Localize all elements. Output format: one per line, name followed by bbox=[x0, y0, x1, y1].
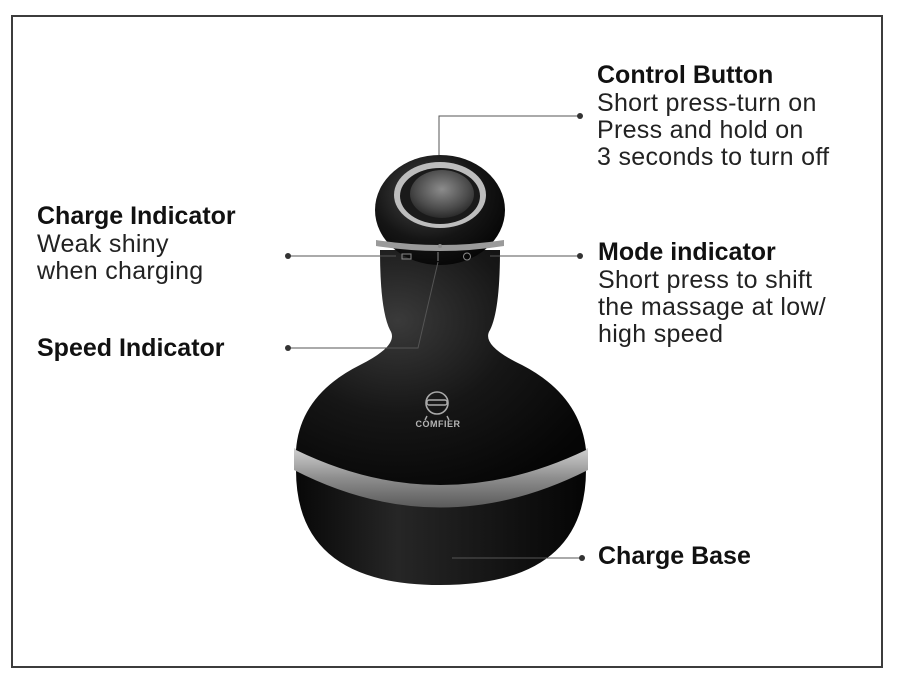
callout-line: Weak shiny bbox=[37, 231, 236, 258]
callout-line: Short press to shift bbox=[598, 267, 826, 294]
callout-mode-indicator: Mode indicator Short press to shift the … bbox=[598, 237, 826, 348]
callout-charge-base: Charge Base bbox=[598, 541, 751, 571]
callout-title: Charge Base bbox=[598, 541, 751, 571]
callout-control-button: Control Button Short press-turn on Press… bbox=[597, 60, 829, 171]
callout-line: when charging bbox=[37, 258, 236, 285]
callout-line: 3 seconds to turn off bbox=[597, 144, 829, 171]
callout-line: Short press-turn on bbox=[597, 90, 829, 117]
callout-title: Charge Indicator bbox=[37, 201, 236, 231]
callout-speed-indicator: Speed Indicator bbox=[37, 333, 225, 363]
control-button[interactable] bbox=[394, 162, 486, 228]
callout-line: Press and hold on bbox=[597, 117, 829, 144]
callout-title: Control Button bbox=[597, 60, 829, 90]
callout-title: Speed Indicator bbox=[37, 333, 225, 363]
svg-text:COMFIER: COMFIER bbox=[416, 419, 461, 429]
callout-line: the massage at low/ bbox=[598, 294, 826, 321]
callout-title: Mode indicator bbox=[598, 237, 826, 267]
callout-line: high speed bbox=[598, 321, 826, 348]
leader-control-button bbox=[439, 116, 580, 155]
callout-charge-indicator: Charge Indicator Weak shiny when chargin… bbox=[37, 201, 236, 285]
